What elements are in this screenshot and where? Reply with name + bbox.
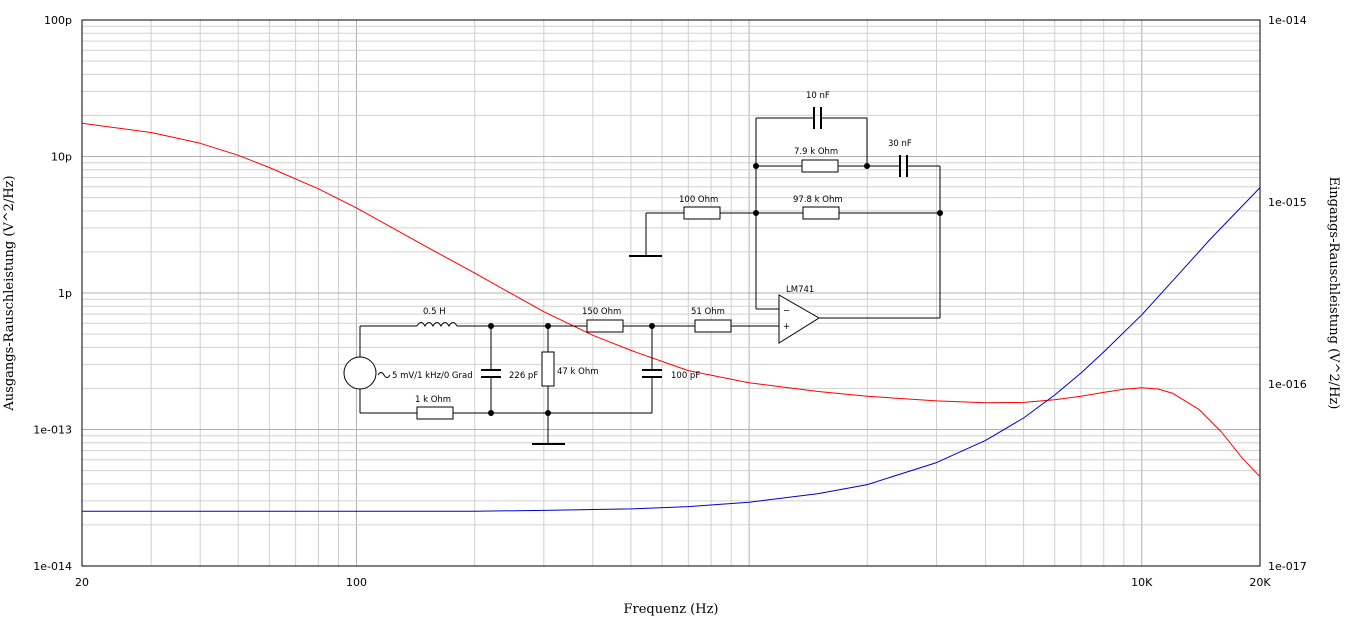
plot-frame <box>81 19 1261 567</box>
series-lines <box>81 122 1261 512</box>
label-c2: 100 pF <box>671 371 700 381</box>
junction <box>545 410 551 416</box>
junction <box>545 323 551 329</box>
label-r-load: 47 k Ohm <box>557 367 599 377</box>
junction <box>937 210 943 216</box>
inductor <box>416 322 458 328</box>
label-source: 5 mV/1 kHz/0 Grad <box>392 371 473 381</box>
y-axis-label-left: Ausgangs-Rauschleistung (V^2/Hz) <box>2 175 17 411</box>
x-tick-label: 20 <box>75 576 89 589</box>
label-r-in: 51 Ohm <box>691 307 725 317</box>
source-tilde <box>377 372 391 378</box>
label-c1: 226 pF <box>509 371 538 381</box>
x-tick-label: 100 <box>346 576 367 589</box>
y-left-tick-label: 1e-013 <box>33 424 72 437</box>
junction <box>488 323 494 329</box>
y-left-tick-label: 1e-014 <box>33 560 72 573</box>
series-line-output-noise <box>81 122 1261 478</box>
label-inductor: 0.5 H <box>423 307 446 317</box>
label-opamp: LM741 <box>786 285 814 295</box>
resistor-51 <box>694 319 732 333</box>
y-left-tick-label: 10p <box>51 151 72 164</box>
junction <box>753 163 759 169</box>
resistor-1k <box>416 406 454 420</box>
resistor-100 <box>683 206 721 220</box>
label-c-fb2: 30 nF <box>888 139 912 149</box>
label-r-gnd: 100 Ohm <box>679 195 718 205</box>
y-right-tick-label: 1e-015 <box>1268 196 1307 209</box>
series-line-input-noise <box>82 187 1261 512</box>
label-c-fb1: 10 nF <box>806 91 830 101</box>
label-r-fb: 97.8 k Ohm <box>793 195 843 205</box>
label-r-source: 1 k Ohm <box>415 395 451 405</box>
junction <box>649 323 655 329</box>
y-right-tick-label: 1e-014 <box>1268 14 1307 27</box>
y-axis-label-right: Eingangs-Rauschleistung (V^2/Hz) <box>1326 177 1341 410</box>
label-r-fb2: 7.9 k Ohm <box>794 147 838 157</box>
opamp <box>778 294 820 344</box>
x-axis-label: Frequenz (Hz) <box>624 602 719 617</box>
x-tick-label: 10K <box>1131 576 1153 589</box>
junction <box>753 210 759 216</box>
tick-labels: 20 100 10K 20K 100p 10p 1p 1e-013 1e-014 1e-014 1e… <box>33 14 1306 589</box>
resistor-97k <box>802 206 840 220</box>
x-tick-label: 20K <box>1249 576 1271 589</box>
y-right-tick-label: 1e-017 <box>1268 560 1307 573</box>
y-right-tick-label: 1e-016 <box>1268 378 1307 391</box>
label-minus: − <box>783 306 790 316</box>
circuit-labels: 0.5 H 5 mV/1 kHz/0 Grad 1 k Ohm 226 pF 4… <box>392 91 912 405</box>
resistor-7k9 <box>801 159 839 173</box>
junction <box>864 163 870 169</box>
y-left-tick-label: 1p <box>58 287 72 300</box>
resistor-47k <box>541 351 555 387</box>
voltage-source <box>343 356 377 390</box>
grid <box>82 20 1260 566</box>
circuit-schematic <box>343 107 943 445</box>
label-plus: + <box>783 322 790 332</box>
junction <box>488 410 494 416</box>
y-left-tick-label: 100p <box>44 14 72 27</box>
label-r-series: 150 Ohm <box>582 307 621 317</box>
resistor-150 <box>586 319 624 333</box>
